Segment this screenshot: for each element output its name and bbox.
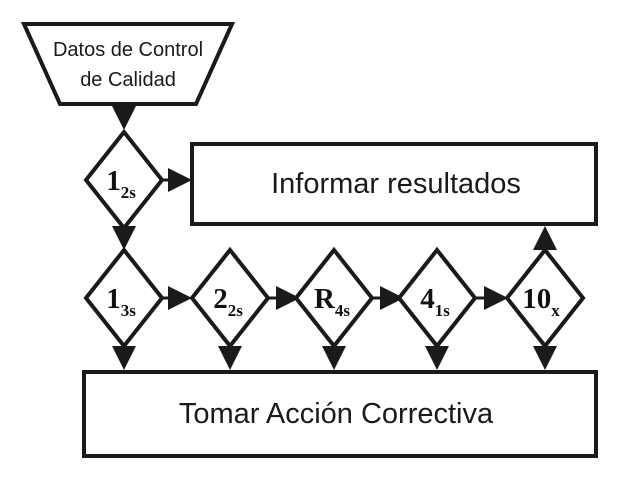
svg-text:10x: 10x (522, 283, 560, 320)
input-label-line1: Datos de Control (53, 39, 203, 61)
svg-text:13s: 13s (106, 283, 136, 320)
input-trapezoid: Datos de Control de Calidad (20, 22, 236, 106)
rule-6-sub: x (551, 301, 560, 320)
rule-6-main: 10 (522, 283, 551, 315)
report-box-label: Informar resultados (271, 168, 521, 200)
rule-5-sub: 1s (435, 301, 451, 320)
action-box-label: Tomar Acción Correctiva (179, 398, 494, 430)
rule-4-sub: 4s (335, 301, 351, 320)
rule-1-2s-diamond: 12s (83, 128, 165, 232)
report-box: Informar resultados (190, 142, 598, 226)
svg-text:12s: 12s (106, 165, 136, 202)
rule-1-3s-diamond: 13s (83, 246, 165, 350)
svg-text:22s: 22s (213, 283, 243, 320)
action-box: Tomar Acción Correctiva (82, 370, 598, 458)
rule-2-main: 1 (106, 283, 121, 315)
svg-text:41s: 41s (420, 283, 450, 320)
rule-r-4s-diamond: R4s (293, 246, 375, 350)
rule-1-sub: 2s (121, 183, 137, 202)
input-label-line2: de Calidad (80, 69, 176, 91)
rule-1-main: 1 (106, 165, 121, 197)
rule-2-sub: 3s (121, 301, 137, 320)
rule-3-main: 2 (213, 283, 228, 315)
rule-4-1s-diamond: 41s (396, 246, 478, 350)
rule-2-2s-diamond: 22s (189, 246, 271, 350)
svg-text:R4s: R4s (314, 283, 350, 320)
rule-4-main: R (314, 283, 336, 315)
rule-3-sub: 2s (228, 301, 244, 320)
rule-10-x-diamond: 10x (504, 246, 586, 350)
rule-5-main: 4 (420, 283, 435, 315)
